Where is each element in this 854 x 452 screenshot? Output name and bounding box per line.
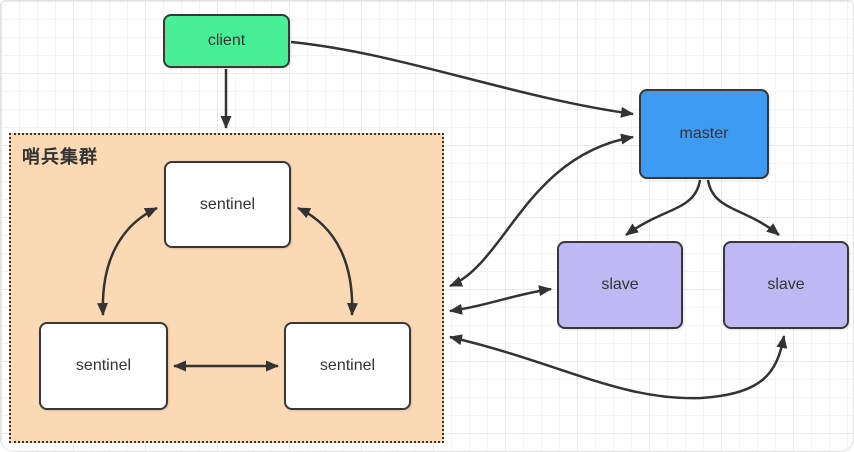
node-slave-left-label: slave xyxy=(601,276,639,293)
edge-master-to-slave-left xyxy=(625,179,702,237)
sentinel-cluster-label: 哨兵集群 xyxy=(22,147,98,167)
node-slave-right-label: slave xyxy=(767,276,805,293)
node-sentinel-bottom-right: sentinel xyxy=(284,322,411,410)
node-sentinel-top: sentinel xyxy=(164,161,291,248)
edge-sentinel-cluster-to-slave-left xyxy=(449,285,552,315)
node-sentinel-bottom-left-label: sentinel xyxy=(75,357,132,374)
edge-client-to-master xyxy=(290,40,634,118)
node-slave-left: slave xyxy=(557,241,683,329)
node-client: client xyxy=(163,14,290,68)
node-sentinel-bottom-left: sentinel xyxy=(39,322,168,410)
node-master: master xyxy=(639,89,769,179)
edge-master-to-slave-right xyxy=(706,179,780,236)
node-sentinel-top-label: sentinel xyxy=(199,195,256,213)
node-client-label: client xyxy=(207,32,246,49)
node-master-label: master xyxy=(679,125,729,142)
node-sentinel-bottom-right-label: sentinel xyxy=(319,357,376,374)
edge-sentinel-cluster-to-slave-right xyxy=(449,334,788,400)
node-slave-right: slave xyxy=(723,241,849,329)
